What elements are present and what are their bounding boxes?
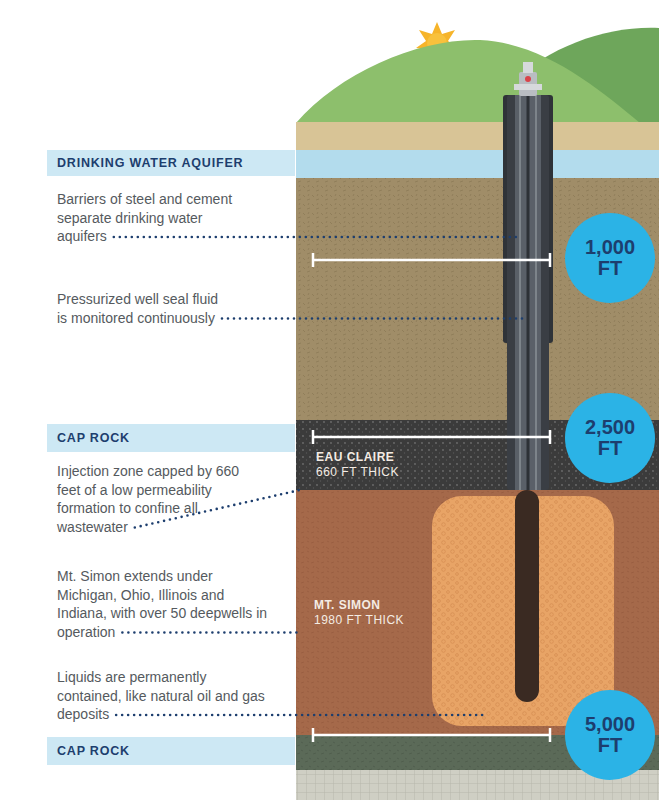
- callout-note: Barriers of steel and cement separate dr…: [57, 190, 239, 246]
- callout-note: Pressurized well seal fluid is monitored…: [57, 290, 219, 327]
- callout-note: Mt. Simon extends under Michigan, Ohio, …: [57, 567, 275, 641]
- formation-text: MT. SIMON: [314, 598, 659, 613]
- soil-layer: [296, 122, 659, 150]
- dimension-lines: [313, 253, 550, 742]
- depth-value: 1,000 FT: [577, 237, 643, 279]
- leader-line: [222, 317, 527, 320]
- callout-note: Injection zone capped by 660 feet of a l…: [57, 462, 243, 536]
- injection-well: [503, 62, 553, 702]
- leader-line: [116, 714, 487, 717]
- depth-circle: 2,500 FT: [565, 393, 655, 483]
- hill: [296, 40, 640, 123]
- depth-value: 2,500 FT: [577, 417, 643, 459]
- depth-circle: 1,000 FT: [565, 213, 655, 303]
- callout-note: Liquids are permanently contained, like …: [57, 668, 269, 724]
- layer-band-label: CAP ROCK: [47, 424, 295, 452]
- band-text: DRINKING WATER AQUIFER: [47, 150, 295, 176]
- depth-circle: 5,000 FT: [565, 690, 655, 780]
- depth-value: 5,000 FT: [577, 714, 643, 756]
- layer-band-label: CAP ROCK: [47, 737, 295, 765]
- aquifer-layer: [296, 150, 659, 178]
- band-text: CAP ROCK: [47, 737, 295, 765]
- leader-line: [122, 631, 302, 634]
- layer-band-label: DRINKING WATER AQUIFER: [47, 150, 295, 176]
- rock-texture: [296, 178, 659, 420]
- formation-text: 1980 FT THICK: [314, 613, 659, 628]
- band-text: CAP ROCK: [47, 424, 295, 452]
- leader-line: [114, 236, 516, 239]
- rock-layer: [296, 178, 659, 420]
